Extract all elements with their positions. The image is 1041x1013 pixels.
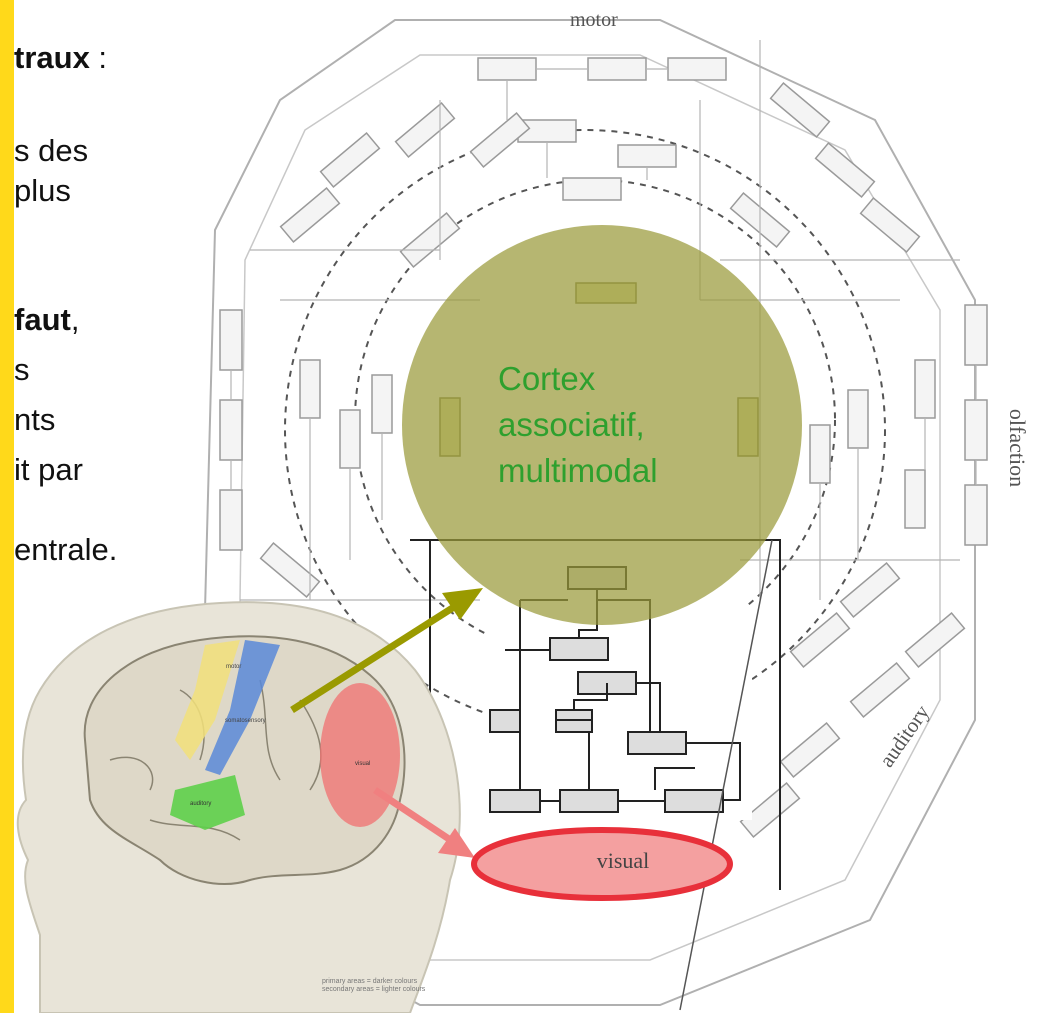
- olfaction-label: olfaction: [1005, 409, 1030, 487]
- text-line-6: nts: [14, 402, 56, 437]
- cortex-associatif-circle: [402, 225, 802, 625]
- visual-label: visual: [596, 848, 650, 873]
- brain-somatosensory-label: somatosensory: [225, 718, 266, 724]
- arrow-to-cortex: [290, 597, 467, 713]
- brain-visual-area: [320, 683, 400, 827]
- brain-outline: [83, 635, 406, 885]
- text-line-4: faut,: [14, 302, 80, 337]
- text-line-2: s des: [14, 133, 89, 168]
- brain-somatosensory-area: [205, 640, 280, 775]
- brain-auditory-label: auditory: [190, 801, 211, 807]
- outer-octagon: [203, 19, 976, 1006]
- text-line-7: it par: [14, 452, 83, 487]
- module-boxes: [219, 57, 988, 551]
- hierarchy-block: [410, 539, 781, 890]
- slide-text-panel: traux : s des plus faut, s nts it par en…: [14, 0, 239, 610]
- auditory-label: auditory: [874, 700, 934, 772]
- text-line-8: entrale.: [14, 532, 118, 567]
- brain-motor-label: motor: [226, 664, 241, 670]
- text-line-3: plus: [14, 173, 71, 208]
- connection-lines: [230, 40, 977, 601]
- arrow-to-visual: [373, 787, 457, 846]
- brain-legend: primary areas = darker colours secondary…: [322, 978, 426, 993]
- text-line-1: traux :: [14, 40, 108, 75]
- diagonal-boxes-left: [259, 101, 531, 599]
- brain-visual-label: visual: [355, 761, 370, 767]
- brain-auditory-area: [170, 775, 245, 830]
- visual-ellipse: [471, 827, 733, 901]
- thin-diagonal-line: [679, 539, 773, 1011]
- text-line-5: s: [14, 352, 30, 387]
- inner-octagon: [239, 54, 941, 961]
- cortex-associatif-label: Cortex associatif, multimodal: [498, 360, 658, 489]
- brain-motor-area: [175, 640, 240, 760]
- yellow-side-stripe: [0, 0, 14, 1013]
- arrow-to-visual-head: [438, 828, 475, 858]
- head-illustration: motor somatosensory auditory visual: [16, 601, 461, 1013]
- arrow-to-cortex-head: [442, 588, 483, 620]
- motor-label: motor: [570, 9, 618, 31]
